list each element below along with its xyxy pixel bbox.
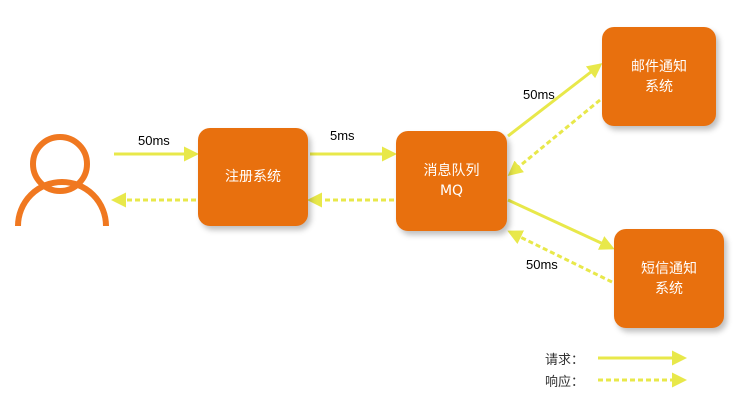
legend-response-label: 响应： bbox=[545, 375, 585, 390]
email-system-label: 邮件通知 bbox=[631, 58, 687, 75]
email-system-sublabel: 系统 bbox=[645, 78, 673, 95]
sms-system-sublabel: 系统 bbox=[655, 280, 683, 297]
message-queue-label: 消息队列 bbox=[423, 163, 480, 179]
message-queue-node: 消息队列 MQ bbox=[396, 131, 507, 231]
sms-system-label: 短信通知 bbox=[641, 260, 697, 277]
latency-register-mq: 5ms bbox=[330, 128, 355, 143]
latency-mq-sms: 50ms bbox=[526, 257, 558, 272]
latency-user-register: 50ms bbox=[138, 133, 170, 148]
legend-request-label: 请求： bbox=[545, 353, 585, 368]
user-icon bbox=[15, 134, 109, 227]
response-arrow-sms-mq bbox=[507, 230, 613, 284]
message-queue-sublabel: MQ bbox=[439, 183, 464, 199]
email-system-node: 邮件通知 系统 bbox=[602, 27, 716, 126]
response-arrow-email-mq bbox=[507, 98, 601, 176]
request-arrow-mq-email bbox=[507, 63, 603, 138]
register-system-label: 注册系统 bbox=[225, 169, 281, 185]
request-arrow-mq-sms bbox=[507, 198, 615, 250]
latency-mq-email: 50ms bbox=[523, 87, 555, 102]
register-system-node: 注册系统 bbox=[198, 128, 308, 226]
sms-system-node: 短信通知 系统 bbox=[614, 229, 724, 328]
